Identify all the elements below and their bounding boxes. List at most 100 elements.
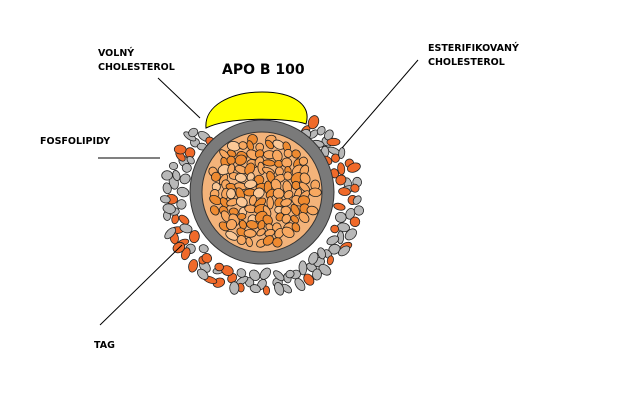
phospholipid-gray xyxy=(326,235,340,246)
core-lipid-droplet xyxy=(210,171,221,182)
label-tag: TAG xyxy=(94,340,115,351)
phospholipid-gray xyxy=(179,173,191,185)
label-esterified-cholesterol-1: ESTERIFIKOVANÝ xyxy=(428,42,519,54)
label-free-cholesterol-2: CHOLESTEROL xyxy=(98,62,175,73)
core-lipid-droplet xyxy=(290,203,300,216)
core-lipid-droplet xyxy=(237,213,247,220)
core-lipid-droplet xyxy=(256,228,266,237)
phospholipid-gray xyxy=(196,268,209,280)
core-lipid-droplet xyxy=(244,162,256,176)
core-lipid-droplet xyxy=(283,148,293,158)
phospholipid-orange xyxy=(333,202,346,211)
core-lipid-droplet xyxy=(262,235,274,246)
core-lipid-droplet xyxy=(281,226,295,238)
core-lipid-droplet xyxy=(298,211,310,224)
phospholipid-orange xyxy=(178,214,190,225)
phospholipid-orange xyxy=(326,137,341,147)
phospholipid-gray xyxy=(159,195,171,204)
phospholipid-orange xyxy=(262,285,271,296)
gray-ring-outline-inner xyxy=(201,131,323,253)
phospholipid-gray xyxy=(188,127,199,138)
phospholipid-orange xyxy=(350,183,360,193)
core-lipid-droplet xyxy=(226,219,237,231)
phospholipid-gray xyxy=(229,281,240,295)
phospholipid-orange xyxy=(338,187,351,196)
phospholipid-gray xyxy=(308,251,319,265)
phospholipid-gray xyxy=(318,263,332,276)
phospholipid-orange xyxy=(347,162,361,173)
phospholipid-gray xyxy=(352,195,362,205)
phospholipid-orange xyxy=(307,115,320,130)
pointer-line-tag xyxy=(99,244,183,326)
phospholipid-orange xyxy=(335,174,347,186)
core-lipid-droplet xyxy=(299,172,311,185)
phospholipid-gray xyxy=(162,182,172,195)
phospholipid-gray xyxy=(236,268,247,278)
phospholipid-gray xyxy=(274,282,285,296)
pointer-line-esterified-cholesterol xyxy=(341,59,419,149)
core-lipid-droplet xyxy=(244,179,258,189)
core-lipid-droplet xyxy=(210,205,220,216)
core-lipid-droplet xyxy=(243,229,257,238)
core-lipid-droplet xyxy=(235,196,248,208)
core-lipid-droplet xyxy=(306,205,319,216)
phospholipid-orange xyxy=(330,224,340,234)
phospholipid-orange xyxy=(349,216,361,228)
core-lipid-droplet xyxy=(226,155,236,165)
phospholipid-orange xyxy=(326,255,334,266)
phospholipid-gray xyxy=(181,163,192,173)
core-lipid-droplet xyxy=(234,154,247,166)
phospholipid-gray xyxy=(176,186,190,198)
phospholipid-gray xyxy=(249,284,261,294)
phospholipid-gray xyxy=(168,161,179,171)
phospholipid-gray xyxy=(324,129,334,141)
core-lipid-droplet xyxy=(219,197,229,208)
phospholipid-gray xyxy=(249,269,261,281)
phospholipid-gray xyxy=(176,199,187,210)
phospholipid-orange xyxy=(337,162,346,176)
phospholipid-orange xyxy=(214,262,224,272)
phospholipid-gray xyxy=(161,170,173,181)
phospholipid-orange xyxy=(201,252,212,264)
phospholipid-gray xyxy=(317,247,326,260)
phospholipid-gray xyxy=(186,156,195,165)
phospholipid-gray xyxy=(312,268,322,281)
phospholipid-gray xyxy=(353,205,365,216)
phospholipid-gray xyxy=(162,203,176,214)
phospholipid-gray xyxy=(298,260,308,276)
core-lipid-droplet xyxy=(226,188,236,200)
core-lipid-droplet xyxy=(236,235,247,245)
phospholipid-gray xyxy=(172,170,181,181)
label-apo-b100: APO B 100 xyxy=(222,62,305,78)
pointer-line-free-cholesterol xyxy=(157,77,201,119)
core-lipid-droplet xyxy=(283,190,294,200)
core-lipid-droplet xyxy=(265,139,274,150)
phospholipid-orange xyxy=(303,273,315,286)
core-lipid-droplet xyxy=(308,187,322,198)
phospholipid-orange xyxy=(188,259,199,273)
phospholipid-gray xyxy=(285,269,295,279)
core-lipid-droplet xyxy=(272,237,283,248)
phospholipid-gray xyxy=(294,277,306,292)
core-lipid-droplet xyxy=(290,215,299,224)
core-lipid-droplet xyxy=(235,173,247,183)
phospholipid-orange xyxy=(173,144,187,155)
label-phospholipids: FOSFOLIPIDY xyxy=(40,136,110,147)
phospholipid-gray xyxy=(344,228,357,241)
core-lipid-droplet xyxy=(283,171,293,181)
phospholipid-gray xyxy=(259,267,271,280)
core-lipid-droplet xyxy=(291,149,301,159)
phospholipid-gray xyxy=(316,126,326,136)
phospholipid-gray xyxy=(338,245,351,257)
phospholipid-gray xyxy=(338,147,346,159)
phospholipid-gray xyxy=(273,270,285,282)
phospholipid-orange xyxy=(181,247,191,261)
lipid-core xyxy=(202,132,322,252)
phospholipid-orange xyxy=(189,230,200,244)
core-lipid-droplet xyxy=(266,196,274,210)
core-lipid-droplet xyxy=(245,237,253,248)
phospholipid-gray xyxy=(198,244,209,254)
phospholipid-shell xyxy=(159,115,365,296)
phospholipid-gray xyxy=(345,207,356,220)
